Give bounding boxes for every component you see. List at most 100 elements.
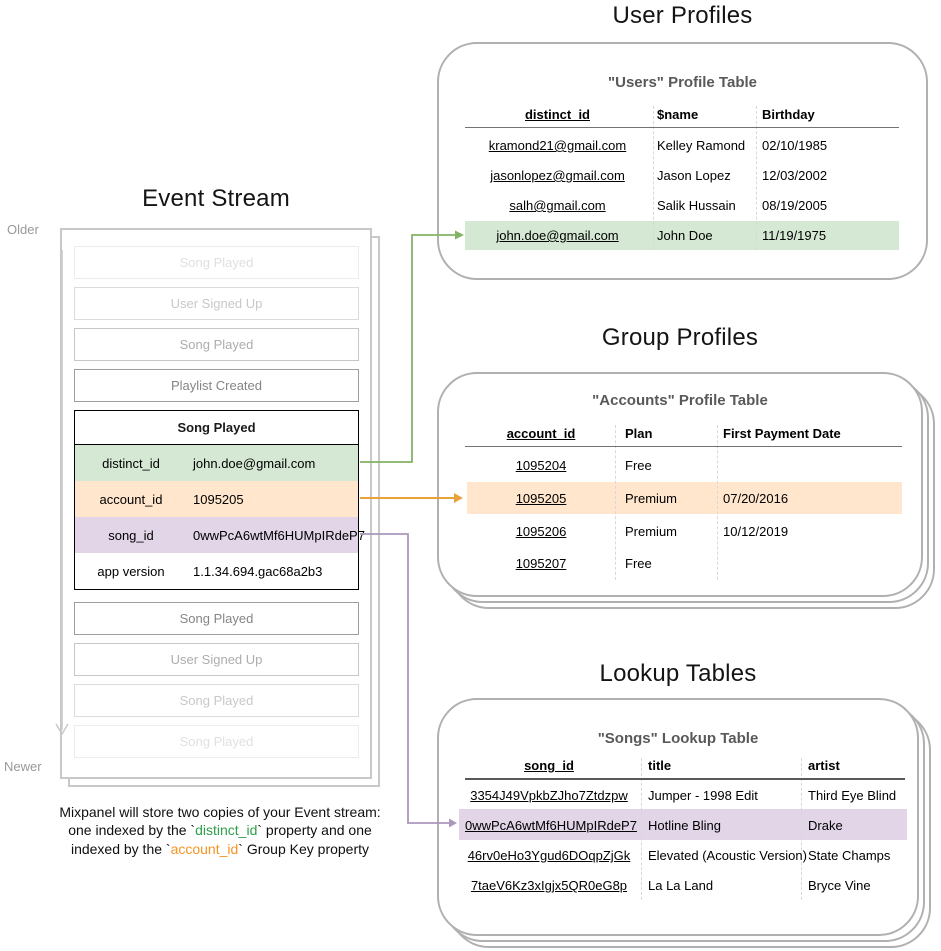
- caption-line-1: Mixpanel will store two copies of your E…: [59, 804, 381, 820]
- event-label: Song Played: [179, 734, 254, 749]
- accounts-cell-id: 1095206: [515, 524, 567, 539]
- users-highlighted-row-band: [465, 221, 899, 250]
- caption: Mixpanel will store two copies of your E…: [25, 803, 415, 858]
- event-label: User Signed Up: [170, 296, 263, 311]
- songs-cell-title: Elevated (Acoustic Version): [648, 848, 807, 863]
- songs-cell-artist: Drake: [808, 818, 843, 833]
- users-header-birthday: Birthday: [762, 107, 815, 122]
- users-cell-birthday: 02/10/1985: [762, 138, 828, 153]
- accounts-cell-plan: Premium: [625, 491, 678, 506]
- event-label: User Signed Up: [170, 652, 263, 667]
- songs-cell-artist: State Champs: [808, 848, 891, 863]
- property-key: app version: [97, 563, 165, 579]
- property-value: john.doe@gmail.com: [193, 455, 316, 471]
- selected-event-name: Song Played: [75, 411, 358, 445]
- songs-header-title: title: [648, 758, 672, 773]
- user-profiles-title: User Profiles: [612, 2, 753, 29]
- accounts-cell-plan: Free: [625, 458, 652, 473]
- users-header-separator: [465, 127, 899, 128]
- event-box: Playlist Created: [74, 369, 359, 402]
- songs-highlighted-row-band: [459, 809, 907, 840]
- accounts-cell-id: 1095204: [515, 458, 567, 473]
- event-label: Playlist Created: [170, 378, 263, 393]
- property-row-app-version: app version 1.1.34.694.gac68a2b3: [75, 553, 358, 589]
- users-header-distinct-id: distinct_id: [524, 107, 590, 122]
- songs-cell-title: La La Land: [648, 878, 714, 893]
- accounts-header-plan: Plan: [625, 426, 653, 441]
- users-column-divider: [653, 106, 654, 250]
- songs-cell-id: 7taeV6Kz3xIgjx5QR0eG8p: [470, 878, 628, 893]
- accounts-highlighted-row-band: [467, 482, 902, 514]
- older-label: Older: [7, 222, 39, 237]
- songs-cell-artist: Bryce Vine: [808, 878, 871, 893]
- event-box: User Signed Up: [74, 643, 359, 676]
- event-label: Song Played: [179, 611, 254, 626]
- songs-header-song-id: song_id: [524, 758, 574, 773]
- property-key: account_id: [99, 491, 163, 507]
- accounts-column-divider: [717, 425, 718, 580]
- users-cell-name: Jason Lopez: [657, 168, 731, 183]
- accounts-cell-id: 1095207: [515, 556, 567, 571]
- property-key: distinct_id: [102, 455, 160, 471]
- property-row-song-id: song_id 0wwPcA6wtMf6HUMpIRdeP7: [75, 517, 365, 553]
- users-cell-id: jasonlopez@gmail.com: [490, 168, 625, 183]
- caption-line-3: indexed by the `account_id` Group Key pr…: [70, 840, 370, 857]
- accounts-header-first-payment-date: First Payment Date: [723, 426, 841, 441]
- accounts-header-separator: [465, 446, 902, 447]
- event-box: Song Played: [74, 725, 359, 758]
- group-profiles-title: Group Profiles: [601, 324, 759, 351]
- property-value: 0wwPcA6wtMf6HUMpIRdeP7: [193, 527, 365, 543]
- event-box: Song Played: [74, 602, 359, 635]
- caption-line-2: one indexed by the `distinct_id` propert…: [68, 822, 372, 839]
- lookup-tables-title: Lookup Tables: [599, 660, 757, 687]
- selected-event-card: Song Played distinct_id john.doe@gmail.c…: [74, 410, 365, 590]
- users-cell-id: salh@gmail.com: [509, 198, 606, 213]
- accounts-cell-id-highlighted: 1095205: [515, 491, 567, 506]
- users-cell-name: Kelley Ramond: [657, 138, 746, 153]
- accounts-column-divider: [615, 425, 616, 580]
- songs-cell-title: Hotline Bling: [648, 818, 721, 833]
- accounts-cell-date: 10/12/2019: [723, 524, 789, 539]
- property-value: 1.1.34.694.gac68a2b3: [193, 563, 323, 579]
- property-row-distinct-id: distinct_id john.doe@gmail.com: [75, 445, 358, 481]
- songs-cell-id: 3354J49VpkbZJho7Ztdzpw: [470, 788, 628, 803]
- songs-cell-artist: Third Eye Blind: [808, 788, 897, 803]
- users-cell-birthday: 08/19/2005: [762, 198, 828, 213]
- users-header-name: $name: [657, 107, 699, 122]
- songs-header-separator: [465, 778, 905, 780]
- event-label: Song Played: [179, 693, 254, 708]
- songs-cell-title: Jumper - 1998 Edit: [648, 788, 758, 803]
- event-label: Song Played: [179, 337, 254, 352]
- songs-cell-id-highlighted: 0wwPcA6wtMf6HUMpIRdeP7: [465, 818, 637, 833]
- caption-distinct-id: distinct_id: [195, 822, 258, 839]
- songs-column-divider: [641, 758, 642, 900]
- users-column-divider: [756, 106, 757, 250]
- accounts-header-account-id: account_id: [506, 426, 576, 441]
- newer-label: Newer: [4, 759, 42, 774]
- songs-table-title: "Songs" Lookup Table: [597, 730, 759, 747]
- event-box: Song Played: [74, 328, 359, 361]
- accounts-cell-plan: Free: [625, 556, 652, 571]
- accounts-cell-date: 07/20/2016: [723, 491, 789, 506]
- users-cell-id-highlighted: john.doe@gmail.com: [496, 228, 619, 243]
- songs-cell-id: 46rv0eHo3Ygud6DOqpZjGk: [467, 848, 631, 863]
- users-cell-birthday: 11/19/1975: [762, 228, 827, 243]
- event-box: Song Played: [74, 684, 359, 717]
- accounts-table-title: "Accounts" Profile Table: [592, 392, 768, 409]
- event-label: Song Played: [179, 255, 254, 270]
- event-box: User Signed Up: [74, 287, 359, 320]
- accounts-cell-plan: Premium: [625, 524, 678, 539]
- property-value: 1095205: [193, 491, 244, 507]
- users-cell-id: kramond21@gmail.com: [488, 138, 627, 153]
- users-table-title: "Users" Profile Table: [608, 74, 757, 91]
- users-cell-name: John Doe: [657, 228, 713, 243]
- caption-account-id: account_id: [170, 840, 239, 857]
- users-cell-name: Salik Hussain: [657, 198, 736, 213]
- songs-header-artist: artist: [808, 758, 840, 773]
- property-row-account-id: account_id 1095205: [75, 481, 358, 517]
- songs-column-divider: [801, 758, 802, 900]
- property-key: song_id: [108, 527, 154, 543]
- event-stream-title: Event Stream: [142, 185, 290, 212]
- event-box: Song Played: [74, 246, 359, 279]
